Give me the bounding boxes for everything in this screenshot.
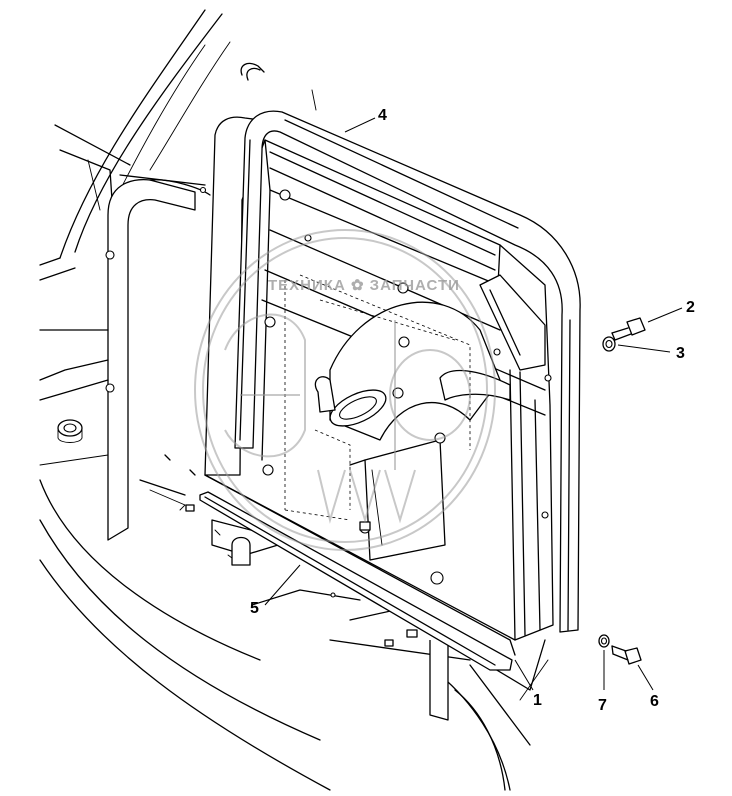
callout-5: 5 bbox=[250, 600, 259, 617]
washer-part-3 bbox=[602, 336, 616, 352]
cab-frame-background bbox=[39, 9, 549, 791]
watermark-text: ТЕХНИКА ✿ ЗАПЧАСТИ bbox=[268, 277, 460, 294]
bolt-part-6 bbox=[611, 645, 642, 665]
bottom-strip-part-5 bbox=[199, 491, 513, 671]
bolt-part-2 bbox=[611, 317, 646, 341]
leader-lines bbox=[264, 117, 683, 691]
callout-2: 2 bbox=[686, 299, 695, 316]
callout-6: 6 bbox=[650, 693, 659, 710]
callout-1: 1 bbox=[533, 692, 542, 709]
seal-frame-part-4 bbox=[234, 110, 581, 633]
washer-part-7 bbox=[598, 634, 610, 648]
callout-4: 4 bbox=[378, 107, 387, 124]
callout-7: 7 bbox=[598, 697, 607, 714]
watermark-logo: ТЕХНИКА ✿ ЗАПЧАСТИ bbox=[194, 229, 496, 551]
callout-3: 3 bbox=[676, 345, 685, 362]
